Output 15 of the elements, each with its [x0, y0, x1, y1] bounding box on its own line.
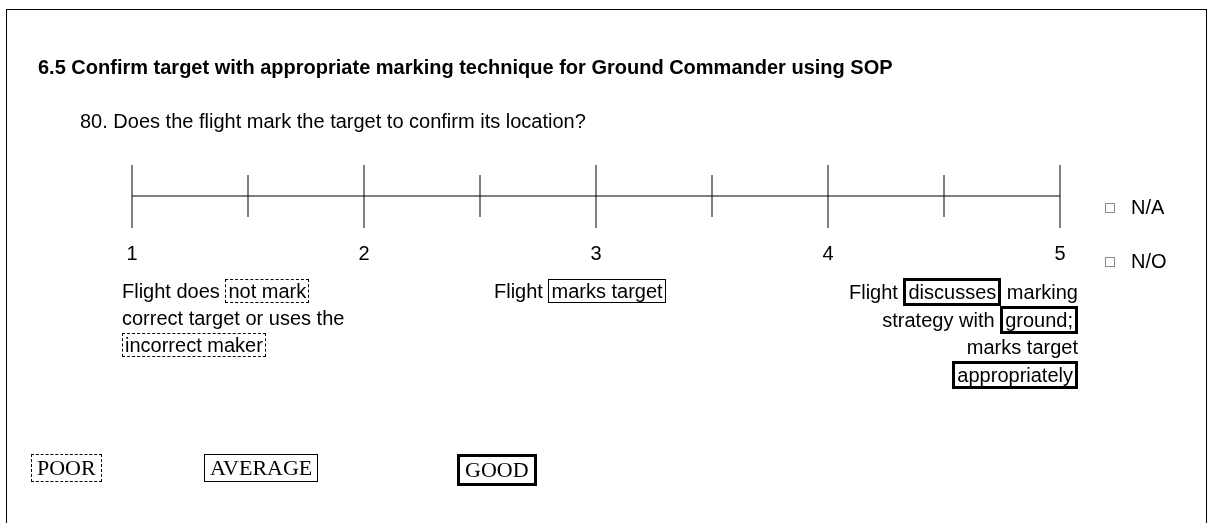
section-heading: 6.5 Confirm target with appropriate marking technique for Ground Commander using SOP — [38, 55, 893, 80]
rating-descriptor: Flight marks target — [494, 278, 666, 305]
scale-number: 1 — [126, 241, 138, 266]
rating-descriptor: Flight discusses marking strategy with ground; marks target appropriately — [849, 278, 1078, 389]
question-text: 80. Does the flight mark the target to confirm its location? — [80, 109, 586, 134]
scale-number: 5 — [1054, 241, 1066, 266]
scale-number: 3 — [590, 241, 602, 266]
option-label: N/A — [1131, 195, 1165, 220]
scale-number: 4 — [822, 241, 834, 266]
scale-number: 2 — [358, 241, 370, 266]
rating-key: POOR — [31, 454, 102, 482]
rating-descriptor: Flight does not mark correct target or uses the incorrect maker — [122, 278, 345, 359]
option-label: N/O — [1131, 249, 1167, 274]
rating-key: AVERAGE — [204, 454, 319, 482]
rating-key: GOOD — [457, 454, 537, 486]
